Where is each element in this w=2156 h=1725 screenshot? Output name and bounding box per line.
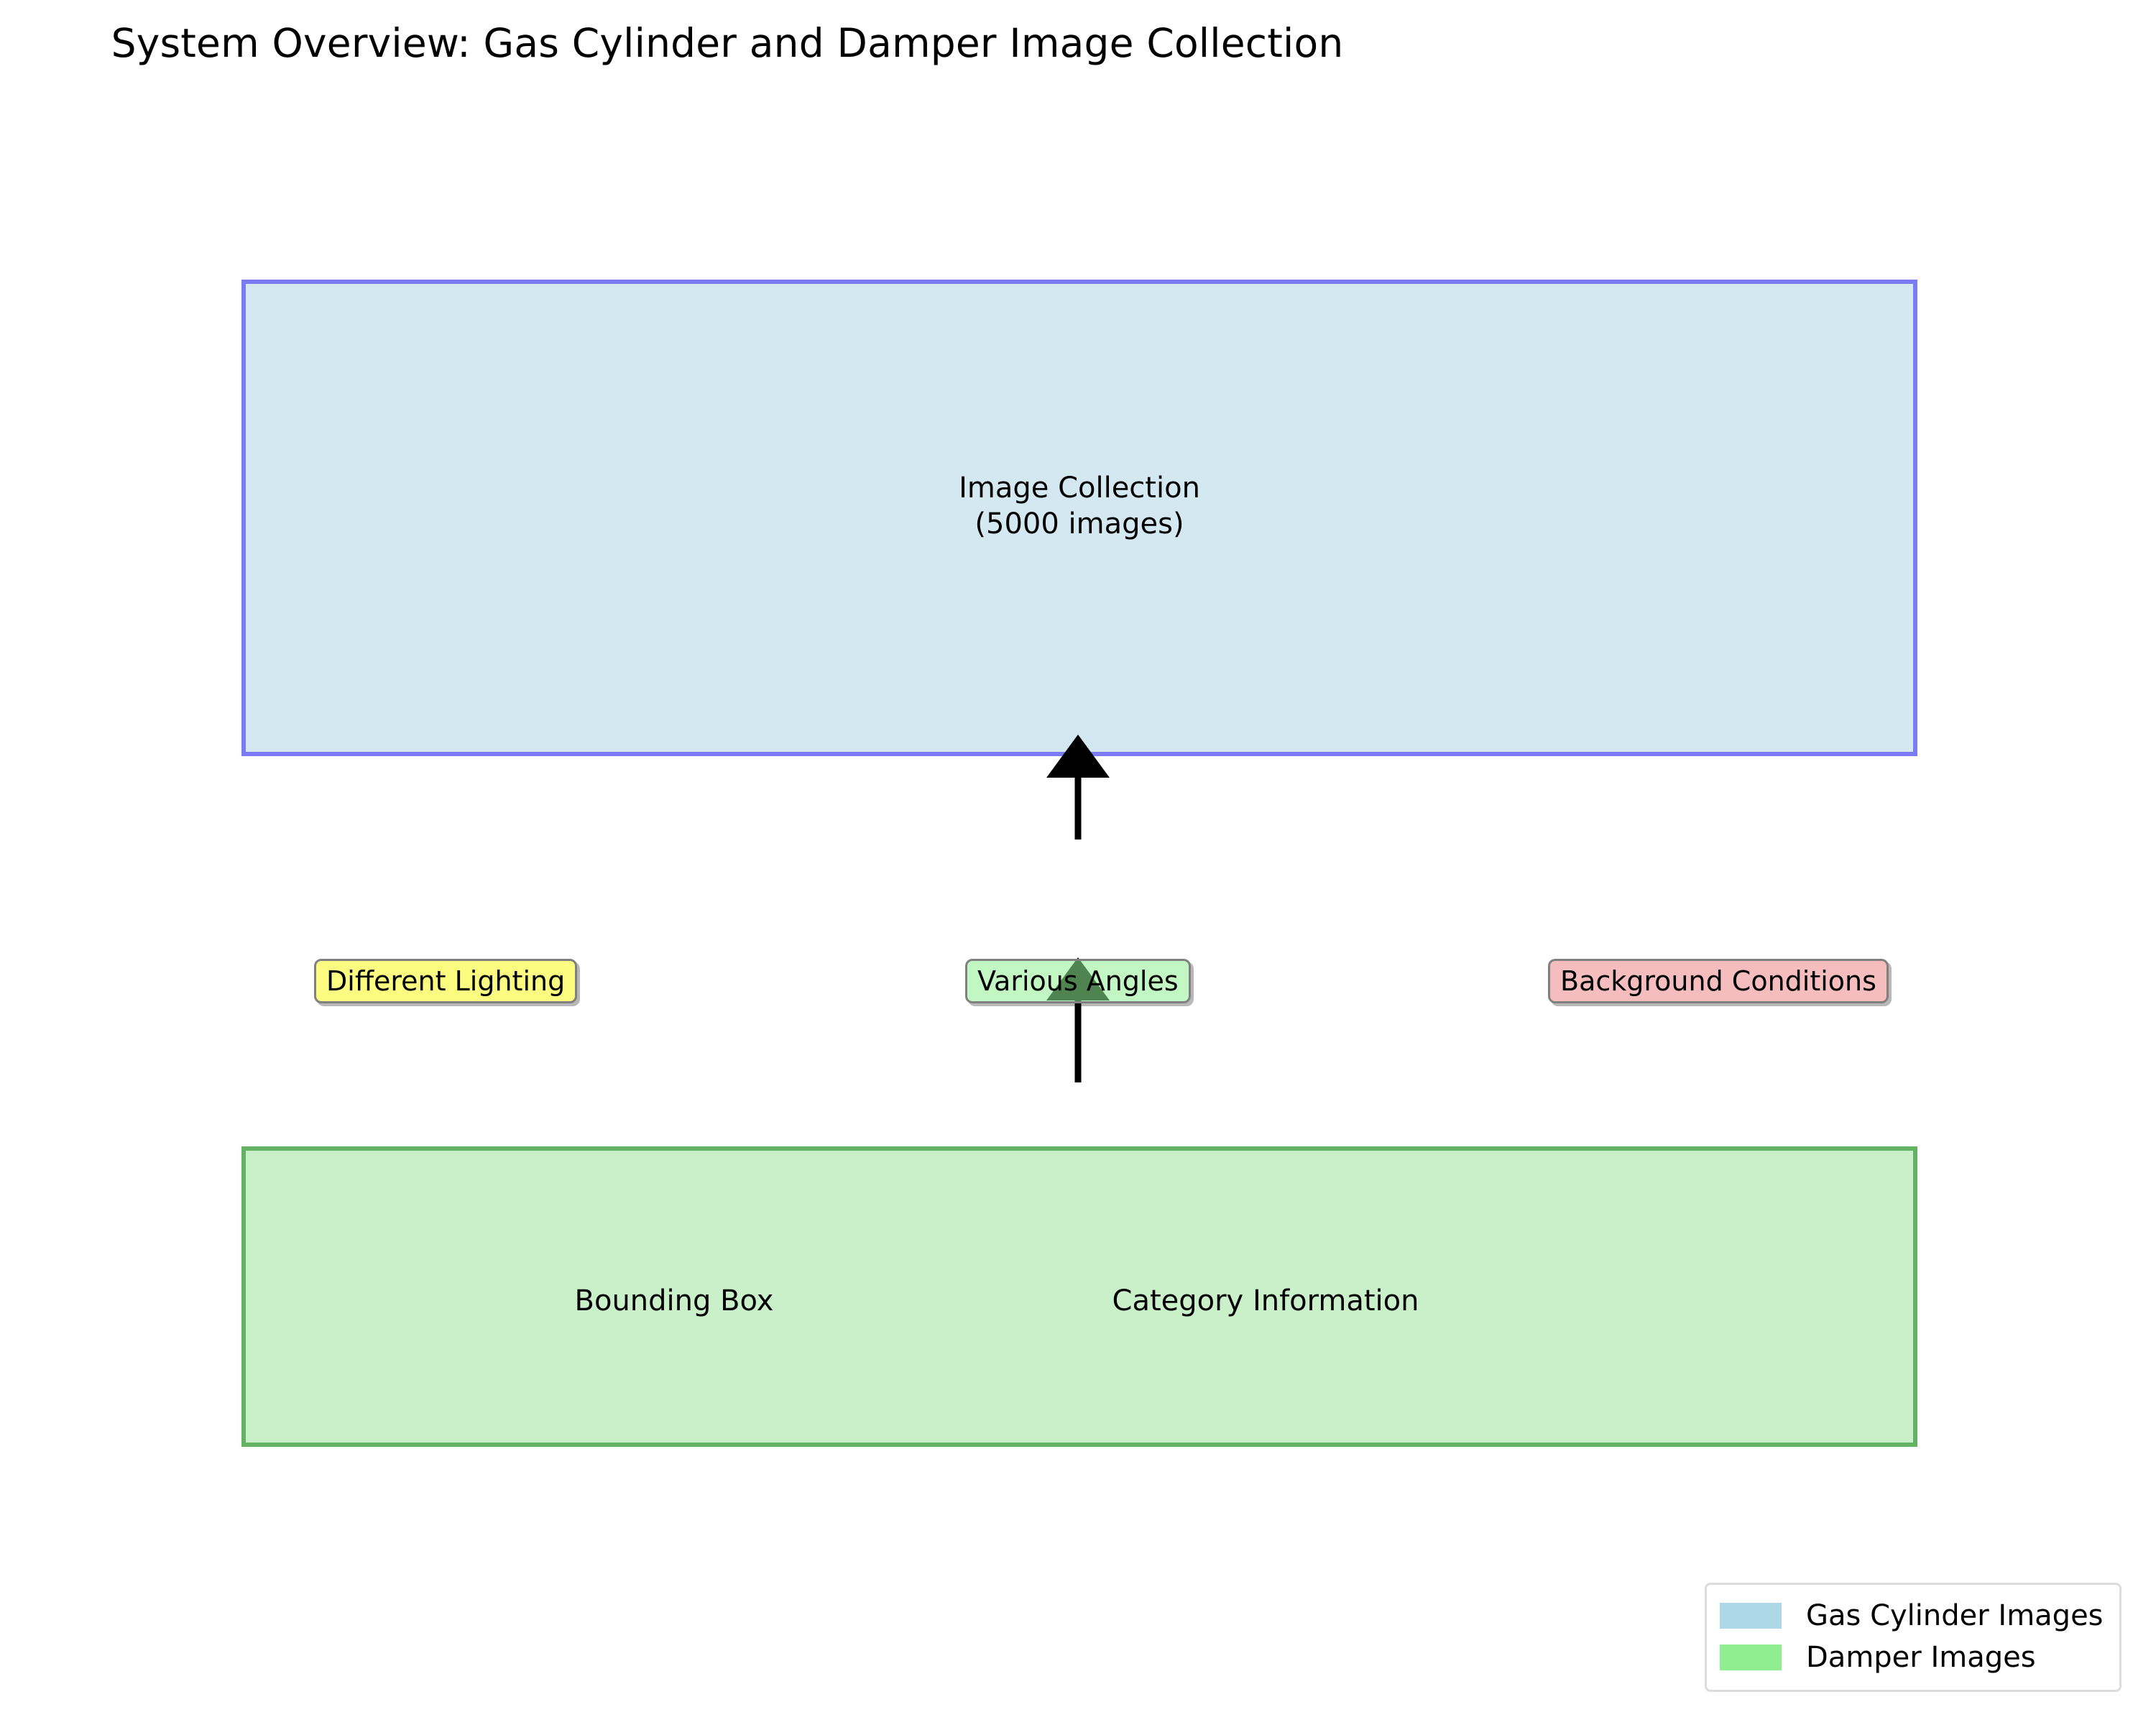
legend-swatch-gas-cylinder-images bbox=[1720, 1603, 1782, 1629]
tag-various-angles-label: Various Angles bbox=[977, 965, 1179, 997]
damper-label-category-information: Category Information bbox=[1112, 1284, 1419, 1317]
tag-background-conditions-label: Background Conditions bbox=[1560, 965, 1876, 997]
image-collection-label: Image Collection(5000 images) bbox=[246, 470, 1913, 542]
tag-various-angles[interactable]: Various Angles bbox=[965, 959, 1191, 1003]
damper-label-bounding-box: Bounding Box bbox=[574, 1284, 774, 1317]
arrow-angles-to-collection bbox=[1035, 719, 1121, 844]
legend-swatch-damper-images bbox=[1720, 1644, 1782, 1670]
image-collection-box[interactable]: Image Collection(5000 images) bbox=[241, 280, 1917, 756]
legend-label-damper-images: Damper Images bbox=[1806, 1641, 2036, 1674]
tag-different-lighting[interactable]: Different Lighting bbox=[314, 959, 578, 1003]
legend-label-gas-cylinder-images: Gas Cylinder Images bbox=[1806, 1599, 2104, 1632]
tag-different-lighting-label: Different Lighting bbox=[326, 965, 566, 997]
legend: Gas Cylinder Images Damper Images bbox=[1705, 1583, 2122, 1692]
legend-item-damper-images[interactable]: Damper Images bbox=[1720, 1637, 2106, 1678]
damper-annotations-box[interactable]: Bounding Box Category Information bbox=[241, 1146, 1917, 1447]
tag-background-conditions[interactable]: Background Conditions bbox=[1548, 959, 1889, 1003]
legend-item-gas-cylinder-images[interactable]: Gas Cylinder Images bbox=[1720, 1595, 2106, 1637]
page-title-text: System Overview: Gas Cylinder and Damper… bbox=[111, 20, 1344, 66]
image-collection-label-line1: Image Collection bbox=[959, 472, 1200, 505]
image-collection-label-line2: (5000 images) bbox=[975, 507, 1184, 540]
page-title: System Overview: Gas Cylinder and Damper… bbox=[0, 20, 2156, 66]
